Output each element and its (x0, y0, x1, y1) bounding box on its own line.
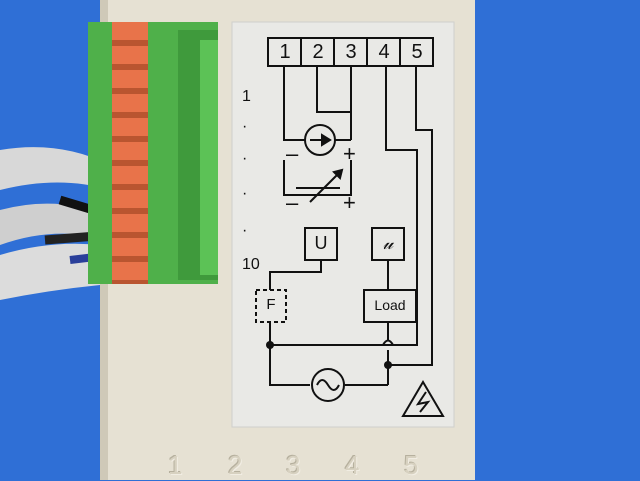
row-mark-dot: · (242, 118, 248, 135)
terminal-number-2: 2 (312, 41, 324, 63)
voltage-u-label: U (314, 233, 328, 253)
plus-sign: + (343, 190, 356, 215)
row-mark-10: 10 (242, 256, 260, 273)
row-mark-dot: · (242, 222, 248, 239)
row-mark-dot: · (242, 150, 248, 167)
high-voltage-warning-icon (401, 380, 445, 417)
terminal-number-1: 1 (279, 41, 291, 63)
spring-clips (112, 22, 152, 284)
cable-bundle (0, 147, 113, 300)
minus-sign: – (286, 141, 299, 166)
row-mark-1: 1 (242, 88, 251, 105)
fuse-label: F (266, 296, 276, 313)
variable-resistor-icon (296, 168, 344, 203)
embossed-number-3: 3 (286, 450, 301, 480)
ac-source-icon (311, 368, 345, 402)
row-mark-dot: · (242, 185, 248, 202)
terminal-number-3: 3 (345, 41, 357, 63)
embossed-number-2: 2 (228, 450, 243, 480)
voltage-script-u-label: 𝓊 (382, 233, 394, 254)
embossed-number-5: 5 (404, 450, 419, 480)
terminal-number-4: 4 (378, 41, 390, 63)
embossed-number-4: 4 (345, 450, 360, 480)
embossed-number-1: 1 (168, 450, 183, 480)
minus-sign: – (286, 190, 299, 215)
terminal-block (88, 22, 218, 284)
current-source-icon (304, 124, 336, 156)
terminal-number-5: 5 (411, 41, 423, 63)
plus-sign: + (343, 141, 356, 166)
load-label: Load (374, 297, 406, 313)
